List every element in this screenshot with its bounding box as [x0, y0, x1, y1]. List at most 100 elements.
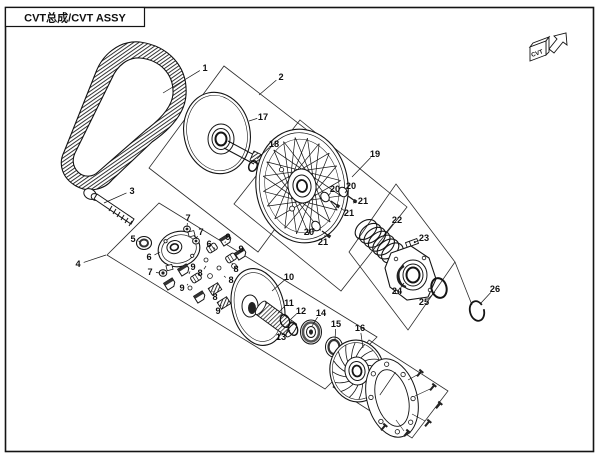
svg-text:20: 20 — [304, 227, 314, 237]
o-ring-25 — [430, 277, 448, 299]
part-callout-9: 9 — [215, 304, 222, 316]
svg-text:14: 14 — [316, 308, 327, 318]
part-callout-23: 23 — [413, 233, 429, 244]
part-callout-6: 6 — [146, 251, 161, 262]
part-callout-13: 13 — [276, 329, 291, 342]
svg-text:17: 17 — [258, 112, 268, 122]
nut — [183, 225, 191, 233]
part-callout-12: 12 — [290, 306, 306, 320]
sliding-drive-face — [230, 268, 299, 346]
part-callout-9: 9 — [188, 262, 196, 275]
part-callout-8: 8 — [197, 265, 207, 278]
svg-text:16: 16 — [355, 323, 365, 333]
svg-text:26: 26 — [490, 284, 500, 294]
svg-text:8: 8 — [212, 292, 217, 302]
svg-text:21: 21 — [318, 237, 328, 247]
svg-text:6: 6 — [206, 239, 211, 249]
svg-text:21: 21 — [358, 196, 368, 206]
svg-text:1: 1 — [202, 63, 207, 73]
part-callout-6: 6 — [206, 239, 216, 250]
svg-text:7: 7 — [147, 267, 152, 277]
svg-text:7: 7 — [198, 227, 203, 237]
svg-text:25: 25 — [419, 297, 429, 307]
part-callout-26: 26 — [480, 284, 500, 304]
cvt-section-link-icon[interactable]: CVT — [528, 32, 568, 62]
part-callout-9: 9 — [238, 244, 244, 254]
svg-text:4: 4 — [75, 259, 81, 269]
driven-spoked-wheel — [255, 128, 349, 244]
cvt-cover-plate — [157, 230, 201, 272]
washer-12 — [279, 313, 291, 329]
flange-nut — [135, 235, 153, 251]
svg-text:18: 18 — [269, 139, 279, 149]
svg-text:19: 19 — [370, 149, 380, 159]
box-sliding-sheave-assy — [106, 202, 378, 390]
pulley-bolt — [83, 188, 135, 227]
part-callout-21: 21 — [340, 207, 354, 218]
part-callout-17: 17 — [248, 112, 268, 122]
part-callout-21: 21 — [318, 234, 328, 247]
svg-text:24: 24 — [392, 286, 403, 296]
part-callout-20: 20 — [344, 181, 356, 194]
snap-ring-26 — [468, 300, 486, 322]
box-fixed-sheave-assy — [148, 65, 334, 253]
svg-text:10: 10 — [284, 272, 294, 282]
svg-text:9: 9 — [225, 232, 230, 242]
drive-belt — [60, 41, 187, 191]
part-callout-4: 4 — [75, 254, 107, 269]
lock-nuts — [158, 225, 200, 277]
nut — [192, 237, 200, 245]
weight-set — [320, 191, 341, 209]
svg-text:9: 9 — [190, 262, 195, 272]
svg-text:12: 12 — [296, 306, 306, 316]
svg-text:8: 8 — [233, 264, 238, 274]
svg-text:9: 9 — [238, 244, 243, 254]
part-callout-7: 7 — [147, 267, 161, 277]
roller-slider-cluster — [162, 233, 247, 310]
svg-text:3: 3 — [129, 186, 134, 196]
part-callout-21: 21 — [352, 196, 368, 206]
part-callout-2: 2 — [258, 72, 284, 96]
part-callout-22: 22 — [383, 215, 402, 236]
plate-bolts — [380, 368, 443, 437]
part-callout-7: 7 — [195, 227, 204, 240]
svg-text:9: 9 — [179, 283, 184, 293]
part-callout-24: 24 — [392, 282, 405, 296]
o-ring-18 — [247, 159, 259, 173]
compression-spring — [354, 218, 404, 264]
bearing-housing — [384, 245, 437, 301]
part-callout-15: 15 — [331, 319, 341, 341]
hub-bore — [214, 131, 228, 147]
svg-text:2: 2 — [278, 72, 283, 82]
svg-text:13: 13 — [276, 332, 286, 342]
svg-text:6: 6 — [146, 252, 151, 262]
part-callout-10: 10 — [271, 272, 294, 292]
part-callout-1: 1 — [162, 63, 208, 94]
svg-text:5: 5 — [130, 234, 135, 244]
weight-roller-sets — [311, 186, 358, 239]
mounting-plate — [365, 358, 419, 438]
page-title: CVT总成/CVT ASSY — [24, 11, 126, 25]
part-callout-8: 8 — [223, 275, 234, 285]
plate-bolt-holes — [368, 361, 416, 435]
washer-13 — [287, 321, 299, 337]
svg-text:8: 8 — [197, 268, 202, 278]
title-box: CVT总成/CVT ASSY — [4, 6, 146, 28]
svg-text:11: 11 — [284, 298, 294, 308]
part-callout-11: 11 — [277, 298, 294, 314]
fixed-drive-face — [183, 91, 270, 175]
part-callout-20: 20 — [327, 184, 340, 197]
part-callout-14: 14 — [311, 308, 327, 327]
part-callout-8: 8 — [212, 290, 218, 302]
svg-text:7: 7 — [185, 213, 190, 223]
part-callout-9: 9 — [179, 283, 189, 293]
arrow-icon — [548, 32, 568, 54]
part-callout-18: 18 — [256, 139, 279, 160]
svg-text:9: 9 — [215, 306, 220, 316]
svg-text:20: 20 — [346, 181, 356, 191]
part-callout-19: 19 — [351, 149, 380, 178]
part-callout-25: 25 — [419, 291, 436, 307]
part-callout-16: 16 — [355, 323, 365, 349]
